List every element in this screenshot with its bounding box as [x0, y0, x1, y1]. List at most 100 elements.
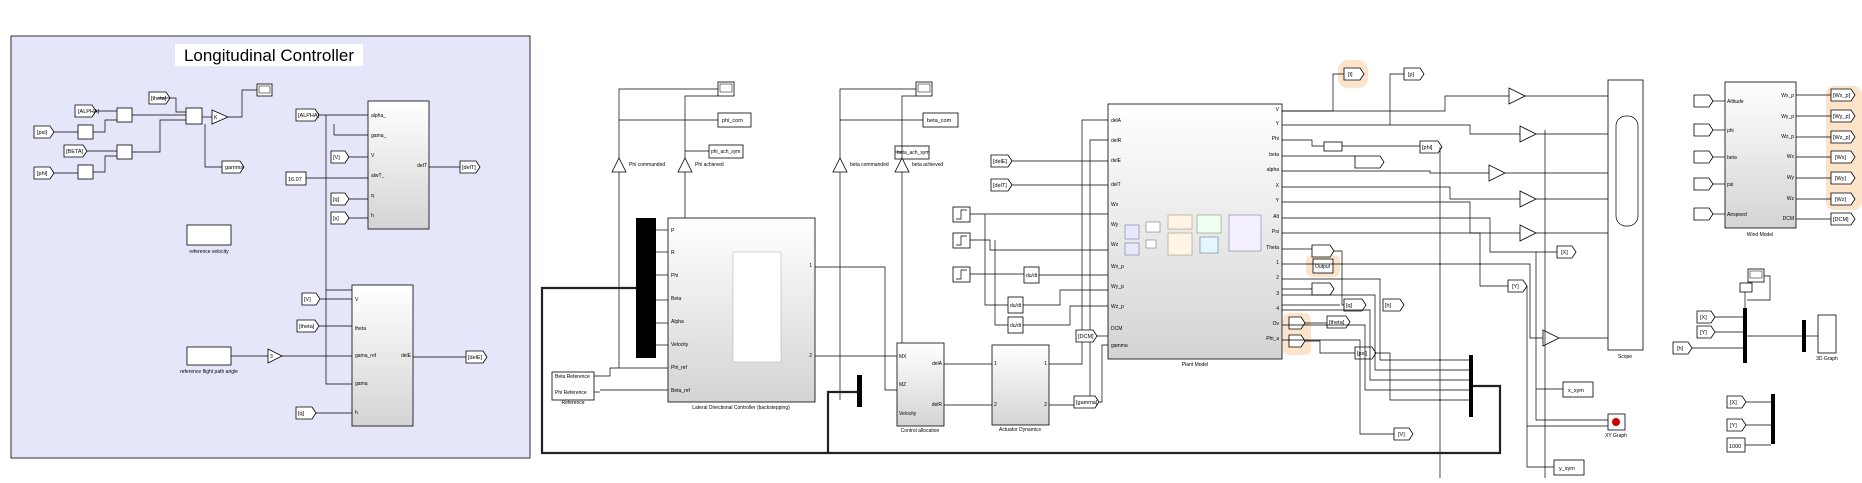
tag-small-1[interactable]: [1311, 244, 1335, 258]
mux-block[interactable]: [185, 107, 203, 125]
derivative-block-3[interactable]: du/dt: [1007, 316, 1024, 334]
display-block-1[interactable]: [256, 83, 273, 97]
tag-wind-beta[interactable]: [1693, 150, 1714, 164]
tag-theta-2[interactable]: [theta]: [296, 319, 320, 333]
mux-bottom[interactable]: [1771, 394, 1775, 444]
tag-phi[interactable]: [phi]: [33, 166, 55, 180]
to-workspace-phi-com[interactable]: phi_com: [717, 112, 752, 128]
bus-creator-black[interactable]: [636, 218, 656, 358]
tag-out-psi[interactable]: [psi]: [1354, 346, 1377, 360]
tag-dele-out[interactable]: [delE]: [465, 350, 488, 364]
output-label-block[interactable]: Output: [1312, 258, 1334, 274]
plant-area[interactable]: [delE] [delT] du/dt du/dt: [952, 60, 1644, 478]
wind-model-subsystem[interactable]: Altitude phi beta psi Airspeed Wx_p Wy_p…: [1724, 81, 1797, 238]
mux-3d-2[interactable]: [1802, 320, 1806, 352]
tag-out-theta[interactable]: [theta]: [1326, 315, 1351, 329]
scope-block[interactable]: Scope: [1607, 79, 1644, 360]
tag-psi[interactable]: [psi]: [33, 125, 55, 139]
tag-small-2[interactable]: [1311, 282, 1335, 296]
bus-small[interactable]: [857, 375, 862, 407]
tag-wz[interactable]: [Wz]: [1830, 192, 1856, 206]
tag-out-h[interactable]: [h]: [1382, 298, 1405, 312]
gain-phi-commanded[interactable]: Phi commanded: [611, 157, 665, 173]
tag-wind-alt[interactable]: [1693, 94, 1714, 108]
reference-block[interactable]: Beta Reference Phi Reference Reference: [551, 371, 595, 406]
tag-v-1[interactable]: [V]: [330, 150, 350, 164]
small-block-a[interactable]: [1323, 141, 1343, 152]
tag-wind-phi[interactable]: [1693, 123, 1714, 137]
graph3d-block[interactable]: 3D Graph: [1816, 314, 1838, 362]
xy-graph-block[interactable]: XY Graph: [1605, 413, 1627, 439]
mux-3d[interactable]: [1743, 308, 1747, 363]
tag-out-v[interactable]: [V]: [1393, 427, 1414, 441]
tag-q-1[interactable]: [q]: [330, 192, 350, 206]
tag-out-y[interactable]: [Y]: [1507, 279, 1528, 293]
tag-alpha[interactable]: [ALPHA]: [74, 104, 100, 118]
tag-gamma-in[interactable]: [gamma]: [1073, 395, 1100, 409]
reference-fpa-block[interactable]: reference flight path angle: [180, 346, 238, 375]
step-block-3[interactable]: [952, 266, 971, 283]
tag-out-p[interactable]: [p]: [1403, 67, 1425, 81]
tag-out-t[interactable]: [t]: [1343, 67, 1365, 81]
tag-wx[interactable]: [Wx]: [1830, 150, 1856, 164]
tag-wind-psi[interactable]: [1693, 177, 1714, 191]
gain-phi-achieved[interactable]: Phi achieved: [677, 157, 724, 173]
thrust-controller-subsystem[interactable]: alpha_ gama_ V alwT_ q h delT: [367, 100, 430, 230]
tag-wz-p[interactable]: [Wz_p]: [1830, 130, 1856, 144]
sum-block-4[interactable]: [77, 164, 94, 180]
to-workspace-y-sym[interactable]: y_sym: [1553, 459, 1585, 476]
tag-beta[interactable]: [BETA]: [63, 144, 88, 158]
to-workspace-beta-ach[interactable]: beta_ach_sym: [894, 145, 930, 160]
tag-phi-a[interactable]: [1288, 334, 1306, 348]
gain-to-scope-3[interactable]: [1488, 164, 1506, 182]
gain-to-scope-5[interactable]: [1519, 224, 1537, 242]
constant-1000[interactable]: 1000: [1726, 437, 1746, 453]
step-block-2[interactable]: [952, 232, 971, 249]
elevator-controller-subsystem[interactable]: V theta gama_ref gama h delE: [351, 284, 414, 427]
tag-bottom-y[interactable]: [Y]: [1726, 418, 1747, 432]
tag-bottom-x[interactable]: [X]: [1726, 395, 1747, 409]
display-block-phi[interactable]: [717, 81, 735, 97]
display-block-beta[interactable]: [915, 81, 933, 97]
tag-alpha-2[interactable]: [ALPHA]: [295, 108, 320, 122]
tag-gamma[interactable]: gamma: [221, 160, 245, 174]
tag-3d-h[interactable]: [h]: [1672, 341, 1693, 355]
plant-model-subsystem[interactable]: delA delR delE delT Wx Wy Wz Wx_p Wy_p W…: [1107, 103, 1283, 368]
tag-wx-p[interactable]: [Wx_p]: [1830, 88, 1856, 102]
tag-3d-y[interactable]: [Y]: [1696, 325, 1716, 339]
step-block-1[interactable]: [952, 206, 971, 223]
sum-block-2[interactable]: [77, 124, 94, 140]
to-workspace-phi-ach[interactable]: phi_ach_sym: [708, 144, 744, 159]
gain-to-scope-2[interactable]: [1519, 125, 1537, 143]
control-allocation-subsystem[interactable]: MX MZ Velocity delA delR Control allocat…: [896, 342, 945, 434]
tag-dcm-out[interactable]: [DCM]: [1830, 212, 1856, 226]
gain-beta-commanded[interactable]: beta commanded: [832, 157, 889, 173]
wind-model-area[interactable]: Altitude phi beta psi Airspeed Wx_p Wy_p…: [1693, 81, 1862, 238]
reference-velocity-block[interactable]: reference velocity: [186, 224, 232, 255]
tag-wy-p[interactable]: [Wy_p]: [1830, 109, 1856, 123]
tag-v-2[interactable]: [V]: [301, 292, 321, 306]
tag-s-1[interactable]: [s]: [330, 211, 350, 225]
gain-to-scope-4[interactable]: [1519, 190, 1537, 208]
bus-creator-3[interactable]: [1469, 355, 1473, 417]
tag-out-q[interactable]: [q]: [1343, 298, 1367, 312]
lateral-controller-subsystem[interactable]: P R Phi Beta Alpha Velocity Phi_ref Beta…: [667, 217, 816, 411]
actuator-dynamics-subsystem[interactable]: 1 2 1 2 Actuator Dynamics: [991, 344, 1050, 433]
display-block-3d[interactable]: [1747, 268, 1765, 283]
tag-ov[interactable]: [1288, 316, 1306, 330]
graph3d-area[interactable]: [X] [Y] [h] 3D Graph [X] [Y]: [1672, 268, 1838, 453]
tag-3d-x[interactable]: [X]: [1696, 310, 1716, 324]
small-block-3d[interactable]: [1739, 282, 1753, 293]
tag-out-x[interactable]: [X]: [1556, 245, 1577, 259]
tag-wy[interactable]: [Wy]: [1830, 171, 1856, 185]
gain-beta-achieved[interactable]: beta achieved: [894, 157, 943, 173]
derivative-block-1[interactable]: du/dt: [1023, 266, 1040, 284]
to-workspace-x-sym[interactable]: x_sym: [1562, 381, 1594, 398]
lateral-directional-area[interactable]: phi_com beta_com phi_ach_sym beta_ach_sy…: [551, 81, 1108, 434]
gain-to-scope-1[interactable]: [1508, 87, 1526, 105]
small-block-b[interactable]: [1354, 155, 1385, 169]
constant-block-1[interactable]: 16.07: [285, 171, 307, 186]
tag-dele-in[interactable]: [delE]: [990, 154, 1013, 168]
sum-block-1[interactable]: [116, 107, 133, 123]
